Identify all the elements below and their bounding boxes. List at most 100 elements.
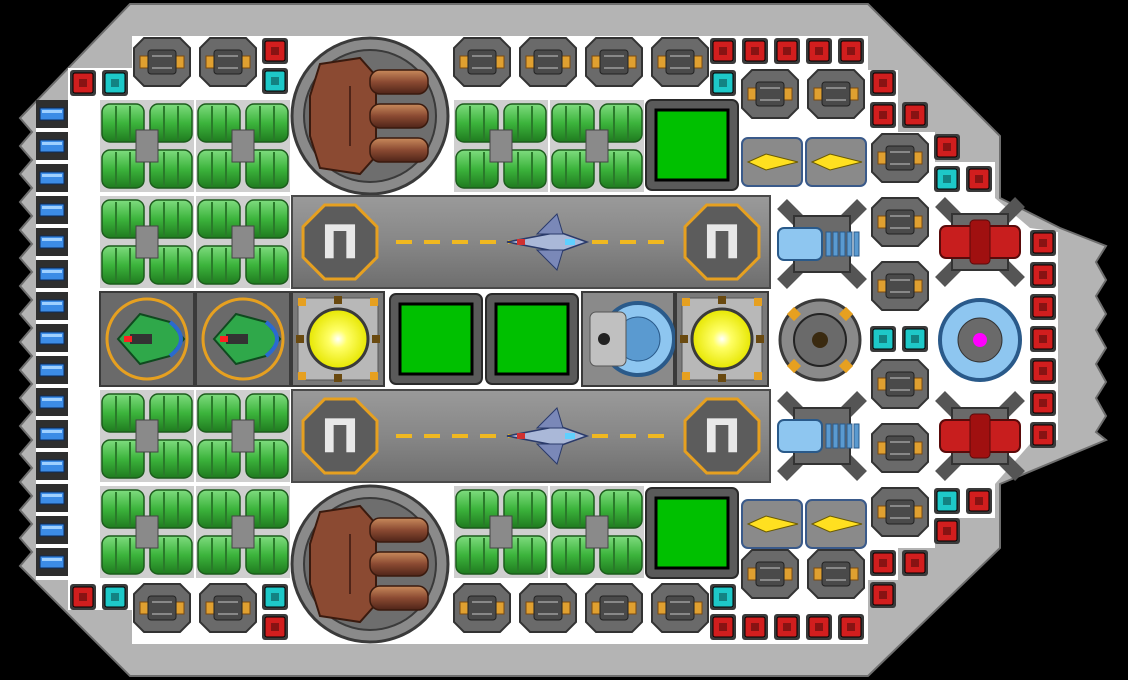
cyan-block [262,68,288,94]
gun-turret [133,583,191,633]
gun-turret [741,69,799,119]
exhaust-port [36,164,68,192]
fuel-tank [550,486,644,578]
exhaust-port [36,228,68,256]
thruster-red-top [935,197,1025,287]
gun-turret [585,583,643,633]
gun-turret [871,133,929,183]
gun-turret [871,487,929,537]
parked-fighter [506,213,590,271]
cyan-block [902,326,928,352]
exhaust-port [36,548,68,576]
helipad-left: Π [301,397,379,475]
ship-modules: Π Π Π Π [36,36,1056,644]
gun-turret [453,37,511,87]
gun-turret [133,37,191,87]
fuel-tank [100,100,194,192]
helipad-right: Π [683,397,761,475]
helipad-marking: Π [321,409,360,463]
cyan-block [102,70,128,96]
red-block [870,550,896,576]
red-block [262,614,288,640]
gun-turret [807,69,865,119]
exhaust-port [36,452,68,480]
exhaust-port [36,484,68,512]
fuel-tank [454,486,548,578]
red-block [870,102,896,128]
thruster-blue-bottom [777,391,867,481]
gun-turret [651,583,709,633]
fuel-tank [196,486,290,578]
gun-turret [519,37,577,87]
red-block [934,134,960,160]
exhaust-port [36,292,68,320]
red-block [1030,294,1056,320]
fuel-tank [100,486,194,578]
power-light-left [291,291,385,387]
main-cannon-bottom [290,484,450,644]
helipad-marking: Π [703,215,742,269]
red-block [1030,230,1056,256]
red-block [1030,262,1056,288]
gun-turret [871,197,929,247]
fuel-tank [100,390,194,482]
red-block [70,584,96,610]
thruster-red-bottom [935,391,1025,481]
helipad-right: Π [683,203,761,281]
cyan-block [262,584,288,610]
fuel-tank [196,390,290,482]
missile-pod [805,137,867,187]
shield-generator [581,291,676,387]
fuel-tank [196,100,290,192]
gun-turret [651,37,709,87]
gun-turret [871,423,929,473]
parked-fighter [506,407,590,465]
cyan-block [710,584,736,610]
cyan-block [102,584,128,610]
green-screen [389,293,483,385]
green-screen [485,293,579,385]
fuel-tank [550,100,644,192]
exhaust-port [36,132,68,160]
red-block [1030,326,1056,352]
cog-module [778,298,862,382]
red-block [838,614,864,640]
red-block [838,38,864,64]
gun-turret [199,37,257,87]
missile-pod [741,137,803,187]
cyan-block [934,166,960,192]
red-block [70,70,96,96]
power-light-right [675,291,769,387]
red-block [262,38,288,64]
red-block [742,38,768,64]
main-cannon-top [290,36,450,196]
red-block [710,38,736,64]
core-reactor [938,298,1022,382]
exhaust-port [36,388,68,416]
gun-turret [199,583,257,633]
helipad-left: Π [301,203,379,281]
exhaust-port [36,356,68,384]
gun-turret [871,359,929,409]
cyan-block [710,70,736,96]
exhaust-port [36,100,68,128]
red-block [774,614,800,640]
green-screen [645,99,739,191]
missile-pod [805,499,867,549]
red-block [934,518,960,544]
thruster-blue-top [777,199,867,289]
red-block [1030,390,1056,416]
gun-turret [453,583,511,633]
exhaust-port [36,196,68,224]
red-block [966,166,992,192]
gun-turret [741,549,799,599]
gun-turret [519,583,577,633]
red-block [902,102,928,128]
green-screen [645,487,739,579]
fuel-tank [100,196,194,288]
green-fighter-1 [99,291,195,387]
missile-pod [741,499,803,549]
helipad-marking: Π [321,215,360,269]
